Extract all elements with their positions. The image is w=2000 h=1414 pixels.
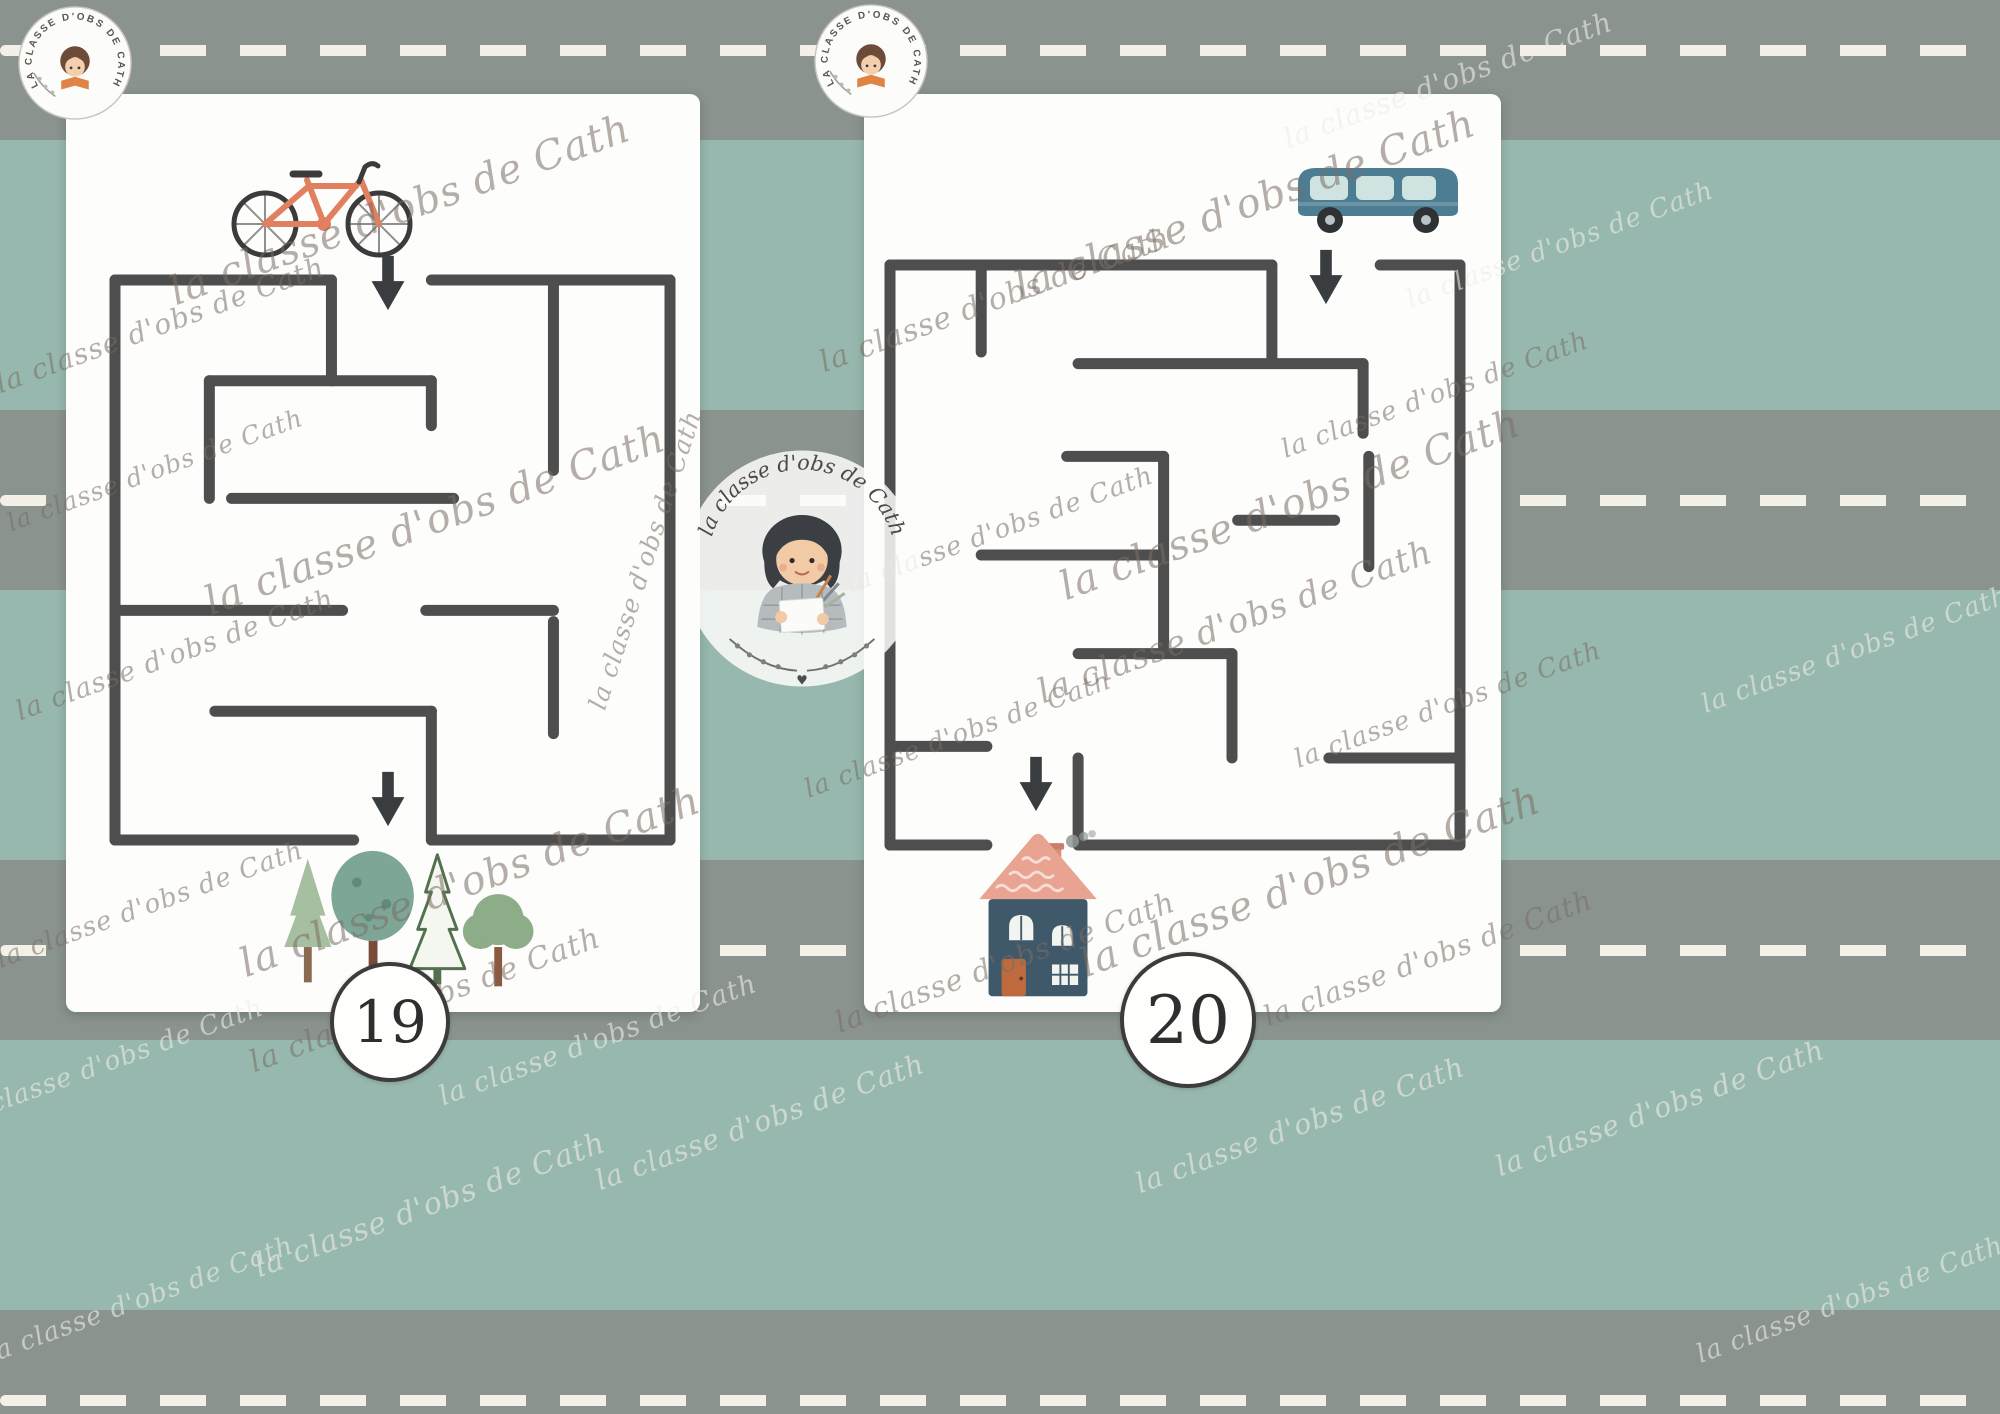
dash-line (0, 45, 2000, 56)
maze-19 (115, 280, 670, 840)
corner-logo-badge: LA CLASSE D'OBS DE CATH (814, 4, 928, 118)
watermark-text: la classe d'obs de Cath (591, 1047, 929, 1197)
page-number-20: 20 (1120, 952, 1256, 1088)
watermark-text: la classe d'obs de Cath (1697, 580, 2000, 720)
worksheet-page-19 (66, 94, 700, 1012)
page-number-text: 20 (1146, 981, 1230, 1059)
corner-logo-badge: LA CLASSE D'OBS DE CATH (18, 6, 132, 120)
arrow-down-icon (371, 771, 405, 827)
heart-icon: ♥ (796, 674, 808, 689)
arrow-down-icon (371, 255, 405, 311)
watermark-text: la classe d'obs de Cath (249, 1125, 611, 1285)
worksheet-page-20 (864, 94, 1501, 1012)
watermark-text: la classe d'obs de Cath (1491, 1033, 1829, 1183)
dash-line (0, 1395, 2000, 1406)
arrow-down-icon (1309, 249, 1343, 305)
car-icon (1298, 168, 1458, 233)
bicycle-icon (231, 161, 413, 258)
teacher-illustration (757, 514, 847, 635)
page-number-text: 19 (353, 988, 427, 1056)
center-logo: la classe d'obs de Cath (683, 450, 921, 689)
road-stripe (0, 1310, 2000, 1414)
maze-20 (890, 265, 1460, 845)
laurel-branches: ♥ (728, 638, 876, 689)
house-icon (979, 830, 1097, 997)
arrow-down-icon (1019, 756, 1053, 812)
trees-icon (284, 850, 534, 987)
page-number-19: 19 (330, 962, 450, 1082)
